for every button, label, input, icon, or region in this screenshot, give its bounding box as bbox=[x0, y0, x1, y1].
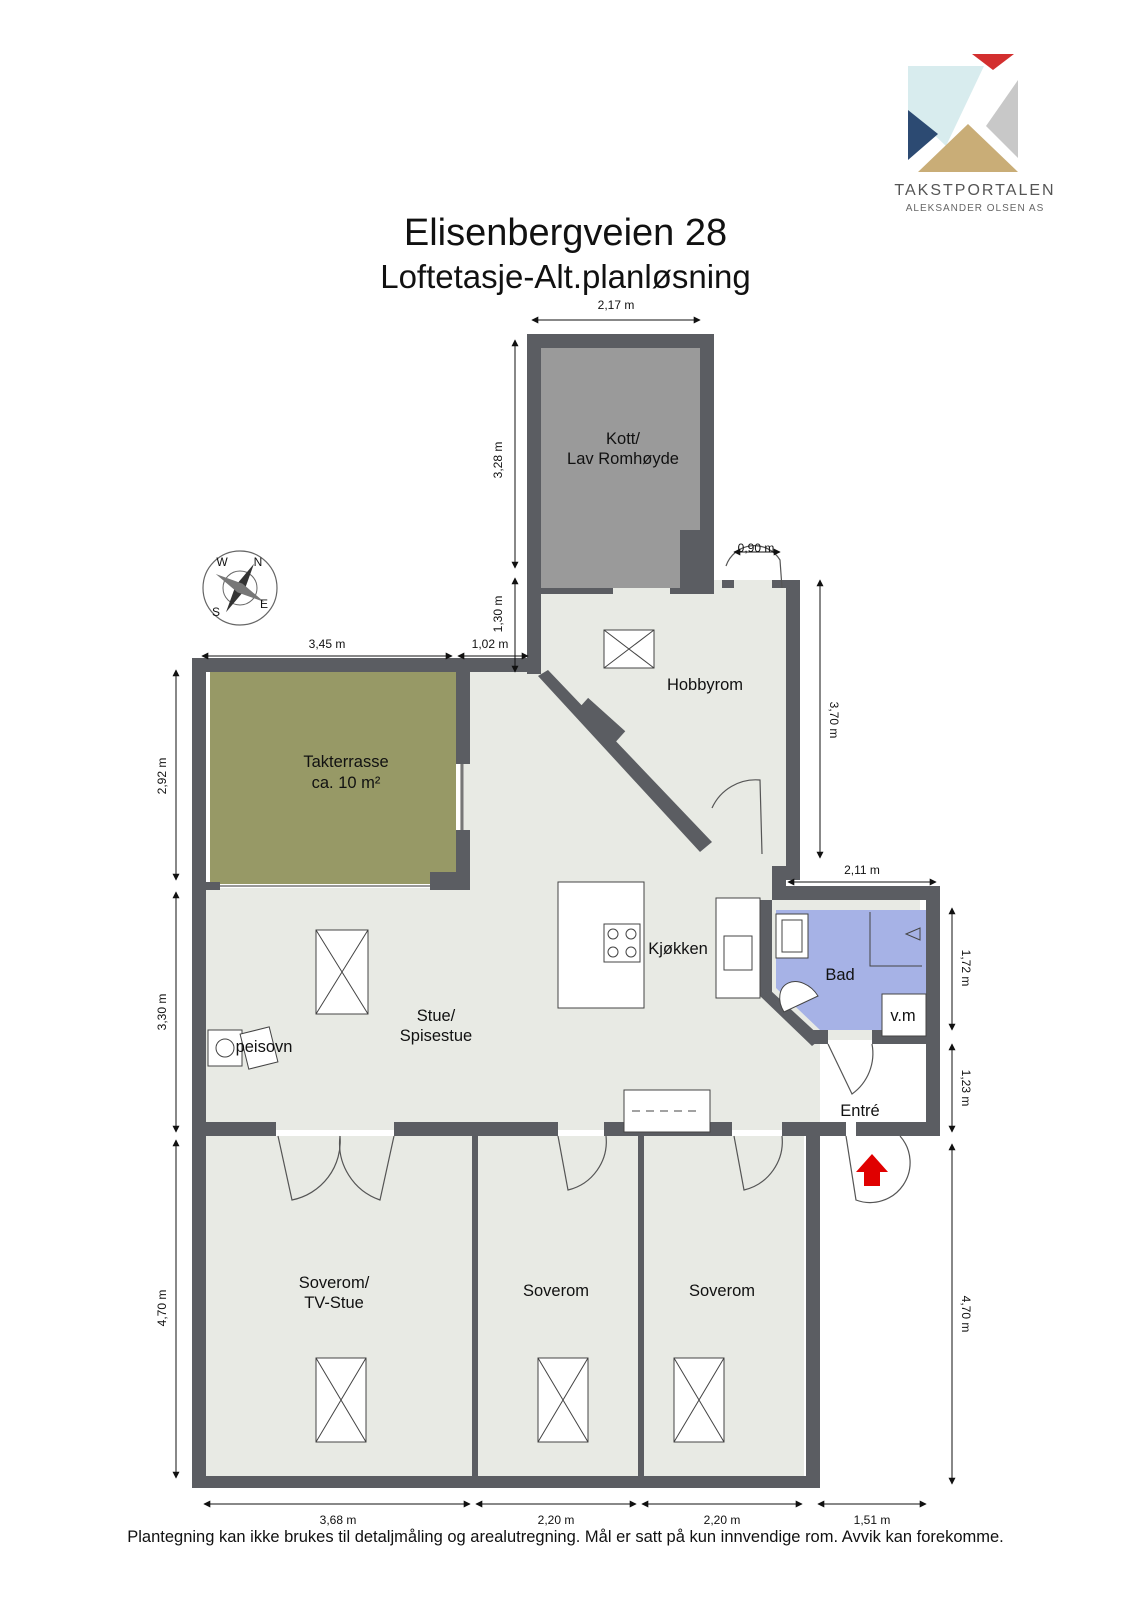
room-entre: Entré bbox=[840, 1102, 879, 1120]
compass-s: S bbox=[212, 605, 220, 619]
washing-machine bbox=[881, 993, 927, 1037]
dim-bedroom-height-left: 4,70 m bbox=[155, 1290, 169, 1327]
dim-hobby-height: 3,70 m bbox=[827, 702, 841, 739]
walls bbox=[192, 334, 940, 1488]
bath-sink-icon bbox=[775, 913, 809, 959]
dim-door-width: 0,90 m bbox=[738, 541, 775, 555]
room-soverom-1: Soverom bbox=[523, 1282, 589, 1300]
kott-floor bbox=[540, 348, 700, 588]
compass-n: N bbox=[254, 555, 263, 569]
dim-kott-height: 3,28 m bbox=[491, 442, 505, 479]
terrace-floor bbox=[210, 672, 456, 884]
skylights bbox=[315, 629, 725, 1443]
skylight-bed2-icon bbox=[673, 1357, 725, 1443]
dim-passage-width: 1,02 m bbox=[472, 637, 509, 651]
brand-subtitle: ALEKSANDER OLSEN AS bbox=[905, 203, 1045, 214]
dim-passage-height: 1,30 m bbox=[491, 596, 505, 633]
dim-living-height: 3,30 m bbox=[155, 994, 169, 1031]
room-soverom-2: Soverom bbox=[689, 1282, 755, 1300]
room-stue-line1: Stue/ bbox=[417, 1007, 456, 1025]
bath-fixtures bbox=[775, 912, 927, 1037]
dim-bedroom-height-right: 4,70 m bbox=[959, 1296, 973, 1333]
disclaimer-footer: Plantegning kan ikke brukes til detaljmå… bbox=[127, 1528, 1004, 1546]
plan-title: Elisenbergveien 28 bbox=[403, 212, 728, 254]
compass-e: E bbox=[260, 597, 268, 611]
room-peisovn: peisovn bbox=[236, 1038, 293, 1056]
stove-icon bbox=[207, 1026, 279, 1070]
room-kott-line1: Kott/ bbox=[606, 430, 640, 448]
room-takterrasse-line2: ca. 10 m² bbox=[312, 774, 381, 792]
dim-terrace-width: 3,45 m bbox=[309, 637, 346, 651]
dim-bottom-1: 3,68 m bbox=[320, 1513, 357, 1527]
dim-entre-height: 1,23 m bbox=[959, 1070, 973, 1107]
room-kjokken: Kjøkken bbox=[648, 940, 708, 958]
kitchen-fixtures bbox=[557, 881, 761, 1133]
room-vm: v.m bbox=[890, 1007, 915, 1025]
skylight-stue-icon bbox=[315, 929, 369, 1015]
brand-name: TAKSTPORTALEN bbox=[894, 182, 1056, 199]
toilet-icon bbox=[779, 981, 819, 1013]
sink-icon bbox=[723, 935, 753, 971]
dimension-lines bbox=[172, 316, 956, 1508]
takstportalen-logo-icon bbox=[908, 54, 1018, 172]
skylight-tv-icon bbox=[315, 1357, 367, 1443]
doors bbox=[220, 545, 911, 1204]
dim-terrace-height: 2,92 m bbox=[155, 758, 169, 795]
plan-subtitle: Loftetasje-Alt.planløsning bbox=[380, 258, 751, 295]
dim-kott-width: 2,17 m bbox=[598, 298, 635, 312]
room-takterrasse-line1: Takterrasse bbox=[303, 753, 388, 771]
dimension-labels: 2,17 m 3,28 m 0,90 m 1,30 m 3,45 m 1,02 … bbox=[155, 298, 973, 1527]
room-labels: Kott/ Lav Romhøyde Hobbyrom Takterrasse … bbox=[236, 430, 916, 1312]
room-kott-line2: Lav Romhøyde bbox=[567, 450, 679, 468]
compass-icon: N W S E bbox=[202, 550, 278, 626]
dim-bottom-3: 2,20 m bbox=[704, 1513, 741, 1527]
shower-icon bbox=[869, 912, 922, 967]
room-soverom-tv-line1: Soverom/ bbox=[299, 1274, 370, 1292]
skylight-bed1-icon bbox=[537, 1357, 589, 1443]
room-soverom-tv-line2: TV-Stue bbox=[304, 1294, 364, 1312]
dim-bad-width: 2,11 m bbox=[844, 863, 880, 877]
skylight-hobby-icon bbox=[603, 629, 655, 669]
compass-w: W bbox=[216, 555, 228, 569]
dim-bad-height: 1,72 m bbox=[959, 950, 973, 987]
entrance-arrow-icon bbox=[856, 1154, 888, 1186]
room-stue-line2: Spisestue bbox=[400, 1027, 472, 1045]
dim-bottom-2: 2,20 m bbox=[538, 1513, 575, 1527]
dim-bottom-4: 1,51 m bbox=[854, 1513, 891, 1527]
room-bad: Bad bbox=[825, 966, 854, 984]
room-hobbyrom: Hobbyrom bbox=[667, 676, 743, 694]
cooktop-icon bbox=[603, 923, 641, 963]
